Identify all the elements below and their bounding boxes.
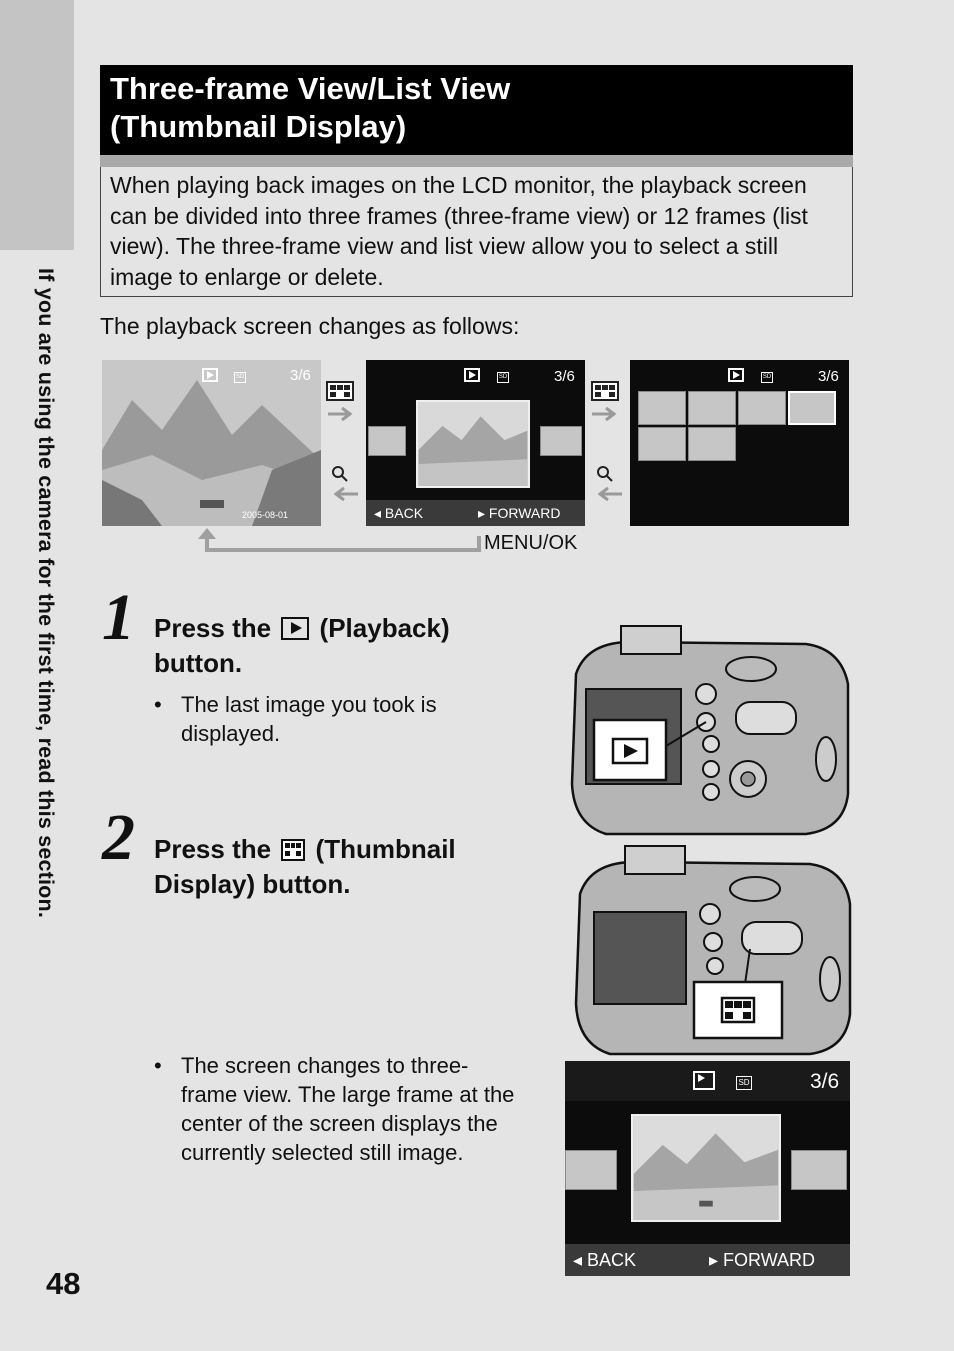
bullet-dot: • (154, 692, 162, 717)
frame-count: 3/6 (818, 368, 839, 385)
selected-image (631, 1114, 781, 1222)
list-thumbnail (738, 391, 786, 425)
step-bullet: • The screen changes to three- frame vie… (154, 1051, 549, 1171)
step-title-pre: Press the (154, 834, 272, 864)
landscape-image (102, 360, 321, 526)
back-label: BACK (587, 1250, 637, 1270)
step-title-pre: Press the (154, 613, 272, 643)
bullet-line: currently selected still image. (181, 1140, 464, 1165)
bullet-dot: • (154, 1053, 162, 1078)
title-underbar (100, 155, 853, 167)
forward-label: FORWARD (723, 1250, 816, 1270)
page-number: 48 (46, 1266, 81, 1301)
playback-icon (693, 1071, 715, 1090)
nav-bar: ◂ BACK ▸ FORWARD (565, 1244, 850, 1276)
frame-count: 3/6 (810, 1070, 840, 1093)
step-title-line2: button. (154, 648, 243, 678)
playback-icon (464, 368, 480, 382)
arrow-left-icon (597, 486, 622, 502)
bullet-text: The screen changes to three- frame view.… (181, 1051, 514, 1167)
playback-icon (202, 368, 218, 382)
sd-card-icon: SD (497, 372, 509, 383)
playback-screen-single: SD 3/6 2005-08-01 (102, 360, 321, 526)
list-thumbnail (688, 391, 736, 425)
camera-illustration (574, 845, 852, 1056)
back-label: BACK (384, 505, 424, 521)
sd-card-icon: SD (736, 1076, 752, 1090)
sd-card-icon: SD (761, 372, 773, 383)
bullet-line: The last image you took is (181, 692, 437, 717)
step-number: 1 (102, 581, 135, 654)
zoom-icon (332, 466, 348, 482)
list-thumbnail-selected (788, 391, 836, 425)
section-title-line2: (Thumbnail Display) (110, 109, 407, 144)
return-arrow-head (198, 528, 216, 539)
arrow-right-icon (328, 406, 353, 422)
playback-icon (728, 368, 744, 382)
flow-caption: The playback screen changes as follows: (100, 313, 520, 339)
playback-screen-three-frame: SD 3/6 ◂ BACK ▸ FORWARD (366, 360, 585, 526)
frame-count: 3/6 (290, 367, 311, 384)
section-title: Three-frame View/List View (Thumbnail Di… (100, 65, 853, 155)
thumbnail-icon (326, 381, 354, 401)
status-bar (565, 1061, 850, 1101)
forward-label: FORWARD (488, 505, 561, 521)
previous-thumbnail (368, 426, 406, 456)
bullet-text: The last image you took is displayed. (181, 690, 437, 748)
step-title: Press the (Playback) button. (154, 611, 450, 681)
bullet-line: displayed. (181, 721, 281, 746)
step-title: Press the (Thumbnail Display) button. (154, 832, 456, 902)
next-thumbnail (791, 1150, 847, 1190)
selected-image (416, 400, 530, 488)
previous-thumbnail (565, 1150, 617, 1190)
date-stamp: 2005-08-01 (242, 510, 289, 520)
list-thumbnail (638, 391, 686, 425)
arrow-right-icon (592, 406, 617, 422)
thumbnail-icon (591, 381, 619, 401)
side-label: If you are using the camera for the firs… (34, 268, 58, 919)
back-indicator: ◂ BACK (573, 1250, 637, 1270)
step-title-post: (Playback) (319, 613, 450, 643)
bullet-line: The screen changes to three- (181, 1053, 469, 1078)
bullet-line: center of the screen displays the (181, 1111, 498, 1136)
step-title-post: (Thumbnail (315, 834, 456, 864)
forward-indicator: ▸ FORWARD (478, 505, 561, 521)
return-arrow (205, 536, 481, 552)
section-title-line1: Three-frame View/List View (110, 71, 511, 106)
intro-text: When playing back images on the LCD moni… (100, 167, 853, 297)
thumbnail-icon (281, 839, 306, 861)
step-title-line2: Display) button. (154, 869, 351, 899)
list-thumbnail (638, 427, 686, 461)
step-bullet: • The last image you took is displayed. (154, 690, 514, 750)
list-thumbnail (688, 427, 736, 461)
three-frame-screen-large: SD 3/6 ◂ BACK ▸ FORWARD (565, 1061, 850, 1276)
menu-ok-label: MENU/OK (484, 532, 578, 554)
sd-card-icon: SD (234, 372, 246, 383)
arrow-left-icon (333, 486, 358, 502)
frame-count: 3/6 (554, 368, 575, 385)
side-tab (0, 0, 74, 250)
forward-indicator: ▸ FORWARD (709, 1250, 816, 1270)
next-thumbnail (540, 426, 582, 456)
nav-bar: ◂ BACK ▸ FORWARD (366, 500, 585, 526)
bullet-line: frame view. The large frame at the (181, 1082, 515, 1107)
step-number: 2 (102, 801, 135, 874)
camera-illustration (570, 625, 850, 836)
playback-screen-list-view: SD 3/6 (630, 360, 849, 526)
back-indicator: ◂ BACK (374, 505, 424, 521)
playback-icon (281, 617, 310, 640)
zoom-icon (597, 466, 613, 482)
